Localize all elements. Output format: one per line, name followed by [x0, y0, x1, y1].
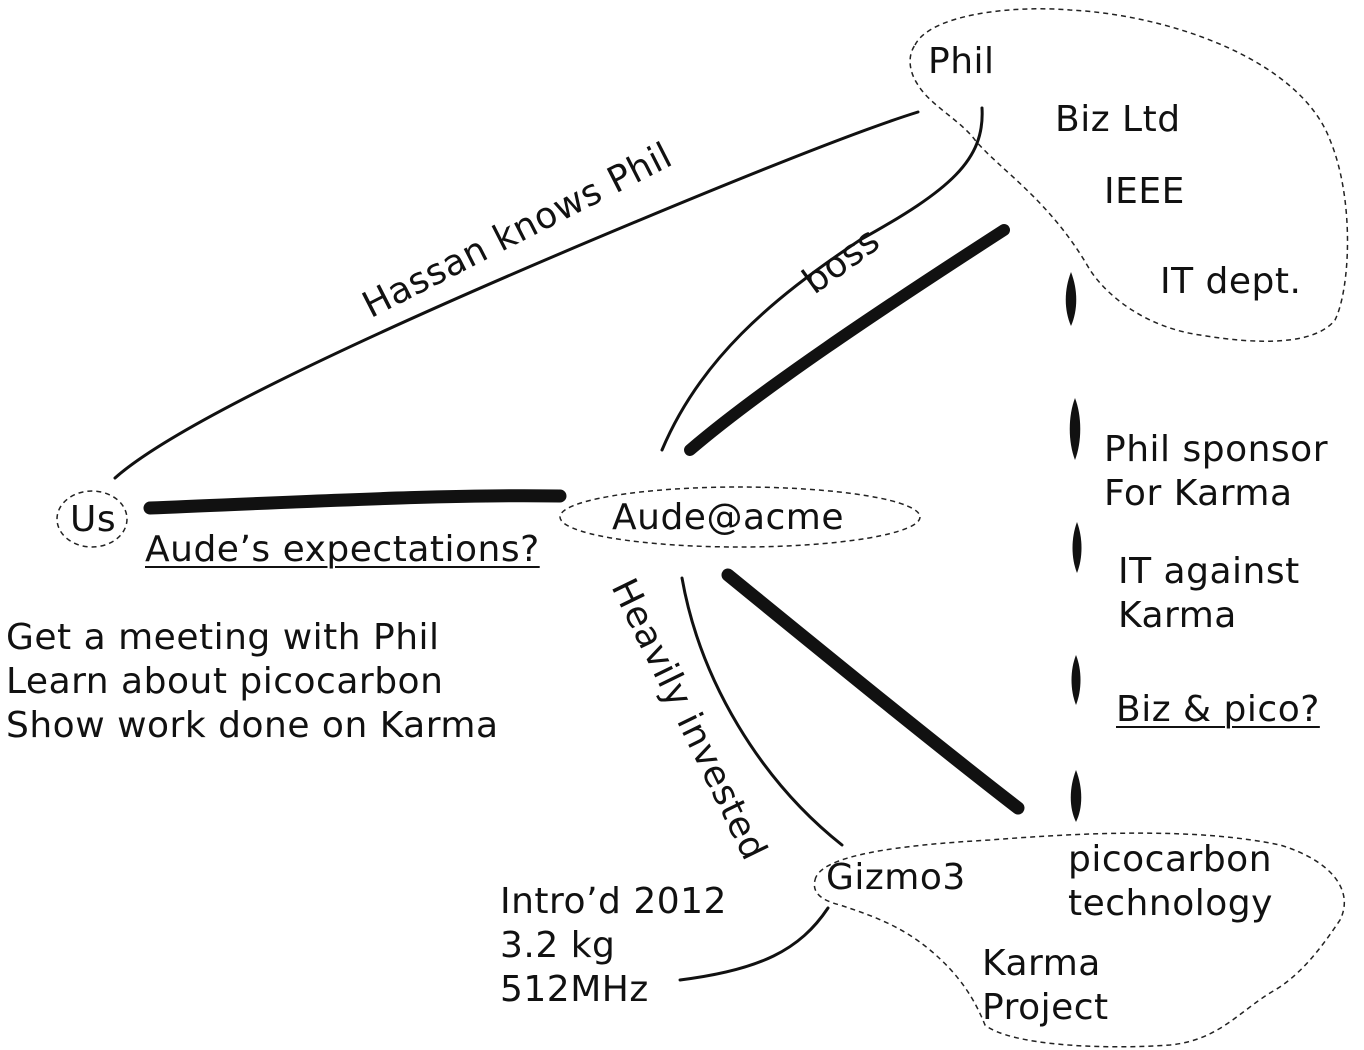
aude-phil-strong-line	[684, 224, 1010, 456]
tech-line: technology	[1068, 883, 1273, 924]
heavily-invested-line	[680, 576, 844, 847]
gizmo-cloud-boundary	[813, 832, 1345, 1048]
hassan-knows-phil-line	[113, 110, 920, 480]
boss-line	[660, 106, 984, 452]
tension-dash	[1071, 655, 1081, 705]
goal-item: Get a meeting with Phil	[6, 617, 440, 658]
gizmo-specs-connector	[678, 906, 830, 982]
aude-expectations-label: Aude’s expectations?	[145, 529, 540, 570]
it-dept-label: IT dept.	[1160, 261, 1302, 302]
phil-node-label: Phil	[928, 41, 995, 82]
note-line: Karma	[1118, 595, 1237, 636]
goals-list: Get a meeting with Phil Learn about pico…	[6, 616, 499, 748]
gizmo-spec-item: 512MHz	[500, 969, 649, 1010]
it-against-note: IT against Karma	[1118, 550, 1300, 638]
gizmo-specs: Intro’d 2012 3.2 kg 512MHz	[500, 880, 727, 1012]
biz-ltd-label: Biz Ltd	[1055, 99, 1181, 140]
aude-node-outline	[559, 486, 921, 548]
us-node-label: Us	[70, 499, 117, 540]
aude-picocarbon-strong-line	[721, 568, 1025, 815]
project-line: Karma	[982, 943, 1101, 984]
tension-dash	[1072, 522, 1082, 573]
us-aude-strong-line	[143, 489, 567, 515]
tech-line: picocarbon	[1068, 839, 1273, 880]
note-line: For Karma	[1104, 473, 1293, 514]
phil-sponsor-note: Phil sponsor For Karma	[1104, 428, 1328, 516]
aude-node-label: Aude@acme	[612, 497, 845, 538]
tension-dash	[1069, 398, 1081, 460]
goal-item: Learn about picocarbon	[6, 661, 444, 702]
tension-dashes	[1065, 272, 1082, 822]
gizmo-node-label: Gizmo3	[826, 857, 966, 898]
picocarbon-technology-label: picocarbon technology	[1068, 838, 1273, 926]
note-line: IT against	[1118, 551, 1300, 592]
goal-item: Show work done on Karma	[6, 705, 499, 746]
project-line: Project	[982, 987, 1109, 1028]
tension-dash	[1065, 272, 1077, 326]
us-node-outline	[56, 490, 128, 548]
karma-project-label: Karma Project	[982, 942, 1109, 1030]
gizmo-spec-item: 3.2 kg	[500, 925, 616, 966]
biz-pico-note: Biz & pico?	[1116, 689, 1320, 730]
note-line: Phil sponsor	[1104, 429, 1329, 470]
ieee-label: IEEE	[1104, 171, 1185, 212]
tension-dash	[1070, 770, 1082, 822]
phil-cloud-boundary	[909, 8, 1349, 342]
gizmo-spec-item: Intro’d 2012	[500, 881, 727, 922]
